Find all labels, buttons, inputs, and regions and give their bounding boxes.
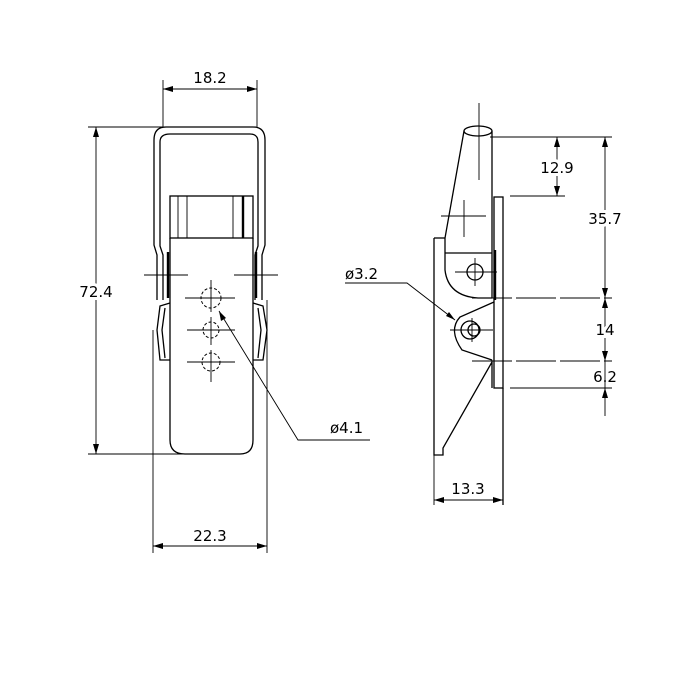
back-plate	[493, 196, 504, 389]
dim-depth: 13.3	[451, 480, 484, 498]
mounting-holes	[185, 280, 235, 382]
pivot-link	[453, 301, 495, 361]
dim-pivot-height: 35.7	[588, 210, 621, 228]
dim-pivot-spacing: 14	[595, 321, 614, 339]
dim-top-offset: 12.9	[540, 159, 573, 177]
pivot-leader	[345, 282, 456, 321]
bail-inner	[159, 133, 259, 300]
base	[433, 238, 504, 505]
dim-bottom-width: 22.3	[193, 527, 226, 545]
lever-top	[463, 125, 493, 137]
hole-leader	[218, 310, 370, 441]
lever	[444, 130, 493, 299]
dim-pivot-diameter: ø3.2	[345, 265, 378, 283]
left-hook	[156, 302, 171, 361]
dim-bottom-offset: 6.2	[593, 368, 617, 386]
front-view: 18.2 72.4 22.3 ø4.1	[76, 69, 370, 553]
dim-top-width: 18.2	[193, 69, 226, 87]
bail-outer	[153, 126, 266, 300]
roller	[169, 195, 254, 239]
right-hook	[252, 302, 268, 361]
side-view: ø3.2 12.9 35.7 14 6.2 13.3	[345, 103, 625, 505]
dim-overall-length: 72.4	[79, 283, 112, 301]
dim-hole-diameter: ø4.1	[330, 419, 363, 437]
body-plate	[169, 238, 254, 455]
